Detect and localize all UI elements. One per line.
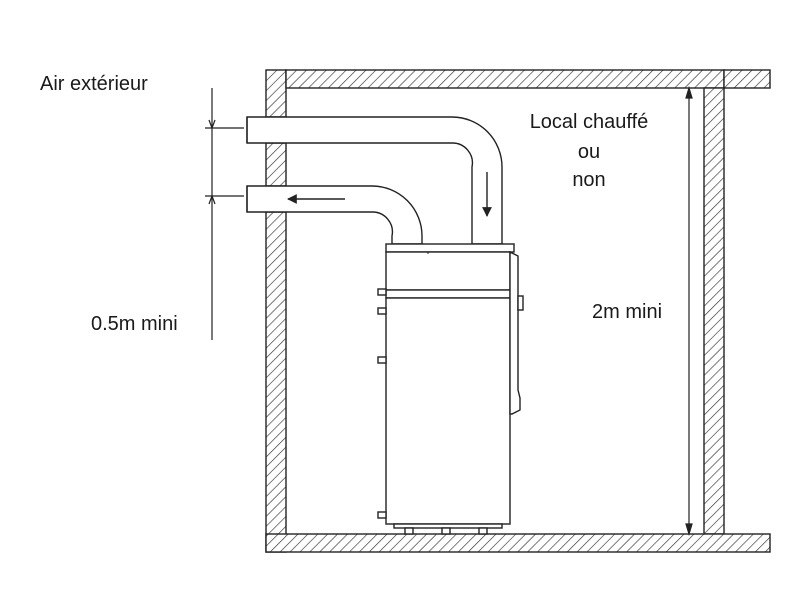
pipe-connection bbox=[377, 307, 387, 315]
unit-head-band bbox=[385, 289, 511, 299]
heat-pump-unit bbox=[377, 243, 524, 535]
min-height-label: 2m mini bbox=[592, 301, 662, 323]
left-wall-middle bbox=[265, 142, 287, 187]
left-wall-top bbox=[265, 69, 287, 118]
left-wall-bottom bbox=[265, 211, 287, 553]
pipe-connection bbox=[377, 511, 387, 519]
room-label-line1: Local chauffé bbox=[530, 111, 649, 133]
room-label-line3: non bbox=[572, 169, 605, 191]
labels: Air extérieur Local chauffé ou non 0.5m … bbox=[40, 73, 662, 335]
intake-duct bbox=[246, 116, 503, 245]
right-wall-extension-top bbox=[723, 69, 771, 89]
unit-foot bbox=[404, 527, 414, 535]
min-distance-label: 0.5m mini bbox=[91, 313, 178, 335]
room-walls bbox=[265, 69, 771, 553]
unit-foot bbox=[478, 527, 488, 535]
flow-arrows bbox=[287, 172, 492, 217]
ceiling bbox=[285, 69, 725, 89]
unit-knob bbox=[517, 295, 524, 311]
right-wall bbox=[703, 87, 725, 535]
unit-top-cap bbox=[385, 243, 515, 253]
unit-head bbox=[385, 251, 511, 291]
dimension-lines bbox=[205, 85, 693, 537]
unit-foot bbox=[441, 527, 451, 535]
pipe-connection bbox=[377, 356, 387, 364]
room-label-line2: ou bbox=[578, 141, 600, 163]
outside-air-label: Air extérieur bbox=[40, 73, 148, 95]
pipe-connection bbox=[377, 288, 387, 296]
unit-tank bbox=[385, 297, 511, 525]
floor bbox=[265, 533, 771, 553]
unit-side-panel bbox=[509, 250, 521, 415]
